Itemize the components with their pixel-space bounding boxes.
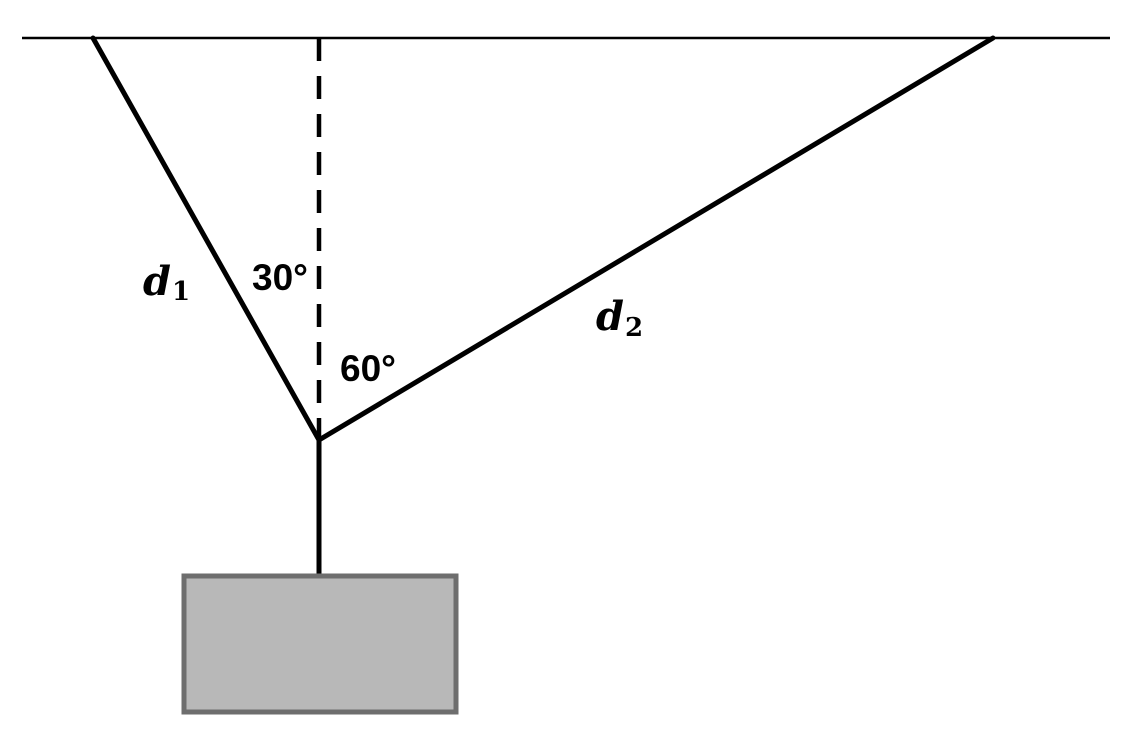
angle-label-60: 60°: [340, 348, 396, 389]
hanging-box: [181, 573, 459, 715]
label-d1: d1: [143, 258, 190, 307]
label-d2-sub: 2: [625, 313, 643, 343]
rope-d2: [316, 35, 996, 443]
angle-label-30: 30°: [252, 257, 308, 298]
rope-d1: [90, 35, 322, 443]
label-d2-var: d: [596, 293, 624, 340]
label-d1-sub: 1: [172, 277, 190, 307]
label-d1-var: d: [143, 258, 171, 305]
label-d2: d2: [596, 293, 643, 343]
